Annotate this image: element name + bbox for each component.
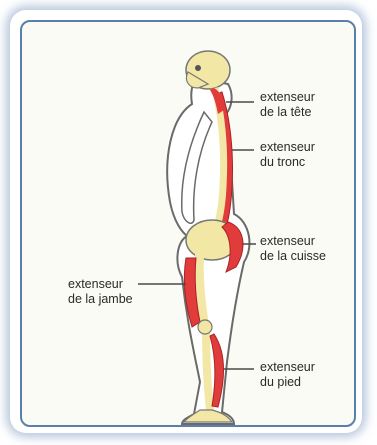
tibia-bone <box>206 330 210 410</box>
label-line: de la tête <box>260 105 315 120</box>
label-line: extenseur <box>260 140 315 155</box>
femur-bone <box>199 248 204 322</box>
label-line: de la jambe <box>68 292 133 307</box>
label-line: du pied <box>260 375 315 390</box>
label-line: extenseur <box>260 360 315 375</box>
label-foot-extensor: extenseur du pied <box>260 360 315 390</box>
skull <box>186 51 230 89</box>
label-trunk-extensor: extenseur du tronc <box>260 140 315 170</box>
label-thigh-extensor: extenseur de la cuisse <box>260 234 326 264</box>
label-head-extensor: extenseur de la tête <box>260 90 315 120</box>
label-line: extenseur <box>68 277 133 292</box>
knee-joint <box>198 320 212 334</box>
label-line: extenseur <box>260 90 315 105</box>
label-line: extenseur <box>260 234 326 249</box>
label-leg-extensor: extenseur de la jambe <box>68 277 133 307</box>
image-card: extenseur de la tête extenseur du tronc … <box>10 10 362 433</box>
label-line: du tronc <box>260 155 315 170</box>
label-line: de la cuisse <box>260 249 326 264</box>
diagram-frame: extenseur de la tête extenseur du tronc … <box>20 20 356 427</box>
foot-bone <box>184 410 232 422</box>
